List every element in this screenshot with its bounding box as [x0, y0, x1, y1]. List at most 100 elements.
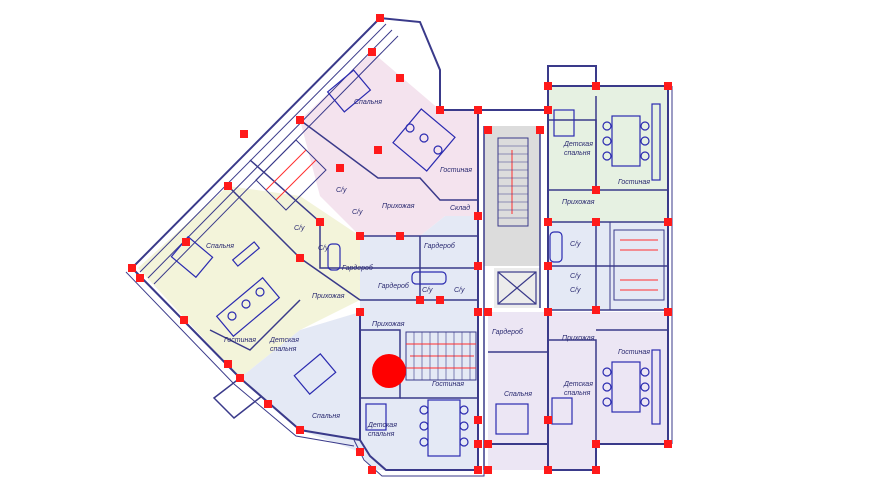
structural-column	[396, 232, 404, 240]
wardrobe-ne	[651, 103, 661, 181]
bed-sw-kids	[365, 403, 387, 431]
structural-column	[374, 146, 382, 154]
structural-column	[664, 218, 672, 226]
structural-column	[136, 274, 144, 282]
structural-column	[336, 164, 344, 172]
structural-column	[544, 262, 552, 270]
stairs	[255, 137, 665, 381]
label-s-hall: Прихожая	[372, 321, 405, 328]
structural-column	[592, 82, 600, 90]
label-e-wc-c: С/у	[570, 287, 581, 294]
label-s-wardrobe: Гардероб	[378, 282, 410, 290]
structural-column	[484, 126, 492, 134]
label-ne-kids-1: Детская	[563, 141, 593, 148]
structural-column	[544, 466, 552, 474]
label-w-kids-2: спальня	[270, 346, 297, 353]
nw-balcony-rail-1	[139, 23, 387, 273]
label-s-living: Гостиная	[432, 381, 464, 388]
tint-west-apartment	[138, 186, 360, 378]
bed-north	[326, 69, 372, 113]
label-w-kids-1: Детская	[269, 337, 299, 344]
structural-column	[180, 316, 188, 324]
nw-outer-wall	[131, 17, 381, 269]
structural-column	[544, 218, 552, 226]
label-nw-wc-a: С/у	[336, 187, 347, 194]
label-s-wc-b: С/у	[454, 287, 465, 294]
tint-north-apartment	[300, 52, 478, 236]
label-ne-kids-2: спальня	[564, 150, 591, 157]
partition-7	[209, 299, 301, 351]
structural-column	[396, 74, 404, 82]
structural-column	[592, 440, 600, 448]
structural-column	[356, 448, 364, 456]
structural-column	[436, 296, 444, 304]
label-sw-kids-2: спальня	[368, 431, 395, 438]
label-nw-hall: Прихожая	[382, 203, 415, 210]
sw-balcony	[212, 377, 263, 420]
south-stair	[405, 331, 477, 381]
structural-column	[664, 82, 672, 90]
structural-column	[474, 106, 482, 114]
main-stair	[497, 137, 529, 227]
bed-ne-kids	[553, 109, 575, 137]
bed-southeast	[495, 403, 529, 435]
label-ne-hall: Прихожая	[562, 199, 595, 206]
dining-table-south	[419, 399, 469, 457]
structural-column	[356, 232, 364, 240]
label-nw-wc-d: С/у	[318, 245, 329, 252]
structural-column	[474, 466, 482, 474]
ne-balcony	[547, 65, 597, 86]
structural-column	[544, 106, 552, 114]
dining-table-west	[215, 276, 281, 338]
structural-column	[296, 426, 304, 434]
structural-column	[240, 130, 248, 138]
elevator	[497, 271, 537, 305]
bathtub-1	[411, 271, 447, 285]
structural-column	[484, 466, 492, 474]
structural-column	[664, 440, 672, 448]
structural-column	[544, 308, 552, 316]
structural-column	[592, 218, 600, 226]
structural-column	[536, 126, 544, 134]
label-ne-living: Гостиная	[618, 179, 650, 186]
structural-column	[224, 182, 232, 190]
structural-column	[368, 466, 376, 474]
label-storage: Склад	[450, 204, 470, 212]
partition-16	[548, 339, 597, 444]
structural-column	[356, 308, 364, 316]
structural-column	[484, 440, 492, 448]
structural-columns	[128, 14, 672, 474]
top-bay	[379, 17, 441, 110]
structural-column	[376, 14, 384, 22]
bathtub-3	[327, 243, 341, 271]
structural-column	[474, 262, 482, 270]
apartment-tints	[138, 52, 668, 470]
label-se-kids-2: спальня	[564, 390, 591, 397]
label-se-wardrobe: Гардероб	[492, 328, 524, 336]
label-se-living: Гостиная	[618, 349, 650, 356]
structural-column	[474, 308, 482, 316]
dining-table-north	[392, 108, 456, 172]
label-sw-bedroom: Спальня	[312, 413, 340, 420]
label-nw-wc-b: С/у	[352, 209, 363, 216]
bathtub-2	[549, 231, 563, 263]
s-bay	[359, 312, 479, 471]
structural-column	[664, 308, 672, 316]
structural-column	[182, 238, 190, 246]
label-e-wc-b: С/у	[570, 273, 581, 280]
structural-column	[474, 440, 482, 448]
structural-column	[296, 116, 304, 124]
structural-column	[368, 48, 376, 56]
structural-column	[484, 308, 492, 316]
east-stair	[613, 229, 665, 301]
label-sw-kids-1: Детская	[367, 422, 397, 429]
bed-west	[170, 235, 214, 279]
structural-column	[544, 416, 552, 424]
location-marker	[372, 354, 406, 388]
structural-column	[416, 296, 424, 304]
label-w-hall: Прихожая	[312, 293, 345, 300]
label-w-living: Гостиная	[224, 337, 256, 344]
structural-column	[296, 254, 304, 262]
label-w-bedroom: Спальня	[206, 243, 234, 250]
structural-column	[224, 360, 232, 368]
